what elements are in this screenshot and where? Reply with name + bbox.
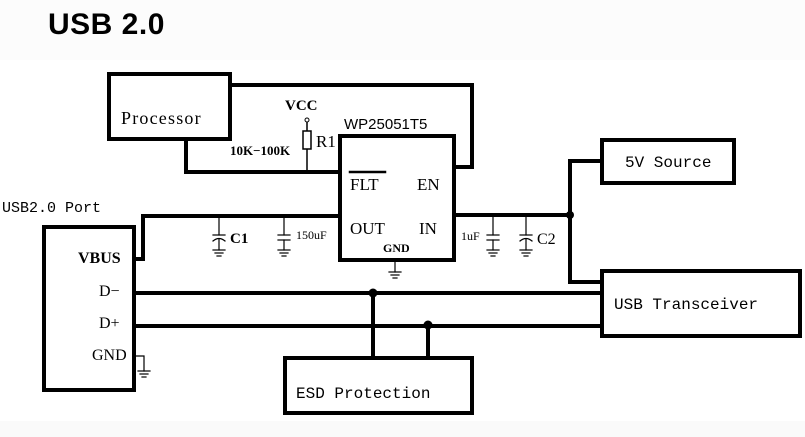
resistor-r1-icon <box>302 130 312 150</box>
capacitor-c2-icon <box>519 214 533 257</box>
bottom-band <box>0 421 805 437</box>
usb-transceiver-label: USB Transceiver <box>614 296 758 314</box>
ic-pin-en: EN <box>417 175 440 194</box>
ic-pin-flt: FLT <box>350 175 379 194</box>
usb-port-title: USB2.0 Port <box>2 200 101 217</box>
ground-icon <box>388 271 402 279</box>
c-in-value-label: 1uF <box>461 229 480 243</box>
usb-port-block[interactable] <box>42 225 136 392</box>
ic-pin-out: OUT <box>350 219 386 238</box>
page-title: USB 2.0 <box>48 8 165 41</box>
r1-name-label: R1 <box>316 132 336 151</box>
esd-protection-label: ESD Protection <box>296 385 430 403</box>
vcc-label: VCC <box>285 98 318 114</box>
source-5v-block[interactable] <box>600 138 736 185</box>
ic-part-number: WP25051T5 <box>344 116 427 133</box>
wire-processor-flt <box>184 137 342 174</box>
capacitor-1uf-icon <box>486 214 500 257</box>
usb-transceiver-block[interactable] <box>600 269 802 338</box>
usb-port-pin-d-plus: D+ <box>99 315 120 332</box>
usb-port-pin-d-minus: D− <box>99 283 120 300</box>
ic-pin-in: IN <box>419 219 437 238</box>
wire-vbus-out <box>132 214 342 261</box>
title-band <box>0 0 805 60</box>
ic-pin-gnd: GND <box>383 241 410 255</box>
c1-label: C1 <box>230 231 248 247</box>
processor-label: Processor <box>121 108 202 128</box>
source-5v-label: 5V Source <box>625 154 711 172</box>
wire-5v-source <box>568 159 604 284</box>
c2-label: C2 <box>537 231 556 248</box>
r1-value-label: 10K−100K <box>230 143 291 158</box>
ic-block[interactable] <box>338 134 456 262</box>
wire-processor-en <box>228 83 474 169</box>
capacitor-150uf-icon <box>277 215 291 257</box>
usb-port-pin-vbus: VBUS <box>78 250 121 267</box>
c-out-value-label: 150uF <box>296 228 327 242</box>
ground-icon <box>133 355 151 378</box>
usb-port-pin-gnd: GND <box>92 347 127 364</box>
processor-block[interactable] <box>107 72 232 141</box>
vcc-terminal-icon <box>304 117 310 123</box>
capacitor-c1-icon <box>212 215 226 257</box>
esd-protection-block[interactable] <box>283 356 474 415</box>
junction-dot <box>566 211 574 219</box>
